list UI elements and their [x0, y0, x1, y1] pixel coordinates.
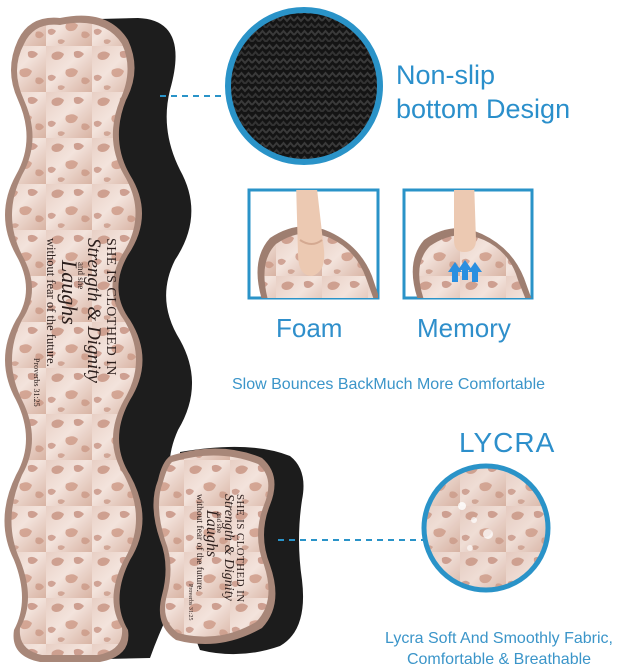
verse-line-5: without fear of the future. — [44, 238, 58, 367]
fabric-caption: Lycra Soft And Smoothly Fabric, Comforta… — [368, 628, 630, 670]
foam-label: Foam — [276, 313, 343, 343]
lycra-label: LYCRA — [459, 427, 556, 458]
memory-label: Memory — [417, 313, 511, 343]
finger-memory — [454, 190, 476, 252]
bounce-arrow-2 — [458, 260, 472, 280]
fabric-caption-line-1: Lycra Soft And Smoothly Fabric, — [385, 630, 613, 647]
bounce-arrow-1 — [448, 262, 462, 282]
small-verse-line-5: without fear of the future. — [194, 494, 204, 592]
nonslip-circle — [228, 10, 380, 162]
nonslip-label: Non-slip bottom Design — [396, 58, 570, 126]
lycra-circle — [424, 466, 548, 590]
verse-line-4: Laughs — [57, 260, 82, 325]
small-verse-line-4: Laughs — [203, 510, 220, 558]
verse-line-1: SHE IS CLOTHED IN — [103, 238, 118, 376]
slow-bounce-caption: Slow Bounces BackMuch More Comfortable — [232, 376, 546, 393]
bounce-arrow-3 — [468, 262, 482, 282]
nonslip-label-line-1: Non-slip — [396, 60, 496, 90]
finger-foam — [296, 190, 325, 276]
fabric-caption-line-2: Comfortable & Breathable — [406, 651, 592, 668]
small-verse-ref: Proverbs 31:25 — [187, 584, 193, 621]
nonslip-label-line-2: bottom Design — [396, 94, 571, 124]
verse-ref: Proverbs 31:25 — [32, 358, 41, 407]
